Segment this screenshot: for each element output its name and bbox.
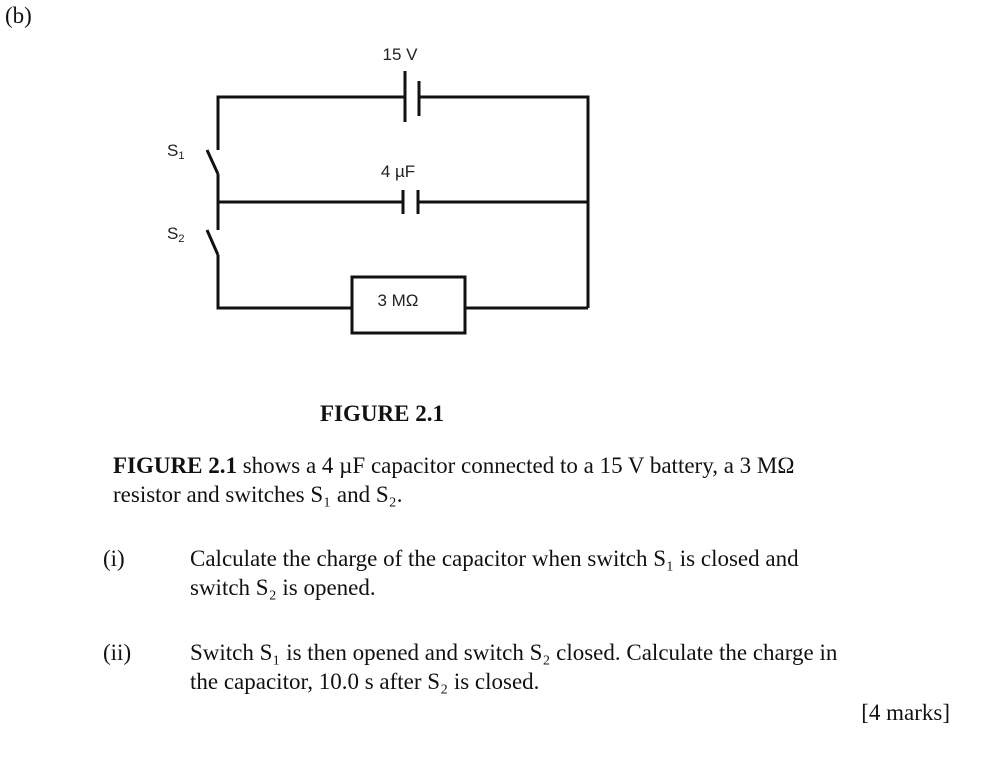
intro-line-2: resistor and switches S₁ and S₂. <box>113 482 403 507</box>
intro-text: shows a 4 µF capacitor connected to a 15… <box>236 453 795 478</box>
question-text: Calculate the charge of the capacitor wh… <box>190 546 799 571</box>
question-number: (i) <box>103 546 125 571</box>
switch2-label: S2 <box>167 224 184 245</box>
switch1-label: S1 <box>167 141 184 162</box>
question-text: switch S₂ is opened. <box>190 575 376 600</box>
circuit-diagram: 15 V 4 µF 3 MΩ S1 S2 <box>167 45 590 335</box>
marks-label: [4 marks] <box>861 700 950 725</box>
switch-s2 <box>205 229 220 256</box>
capacitor-label: 4 µF <box>381 162 415 181</box>
wire-top <box>216 95 590 308</box>
part-label: (b) <box>5 3 32 28</box>
resistor-label: 3 MΩ <box>377 291 418 310</box>
question-text: the capacitor, 10.0 s after S₂ is closed… <box>190 669 540 694</box>
question-text: Switch S₁ is then opened and switch S₂ c… <box>190 640 838 665</box>
question-number: (ii) <box>103 640 132 665</box>
figure-caption: FIGURE 2.1 <box>320 401 444 426</box>
figure-reference: FIGURE 2.1 <box>113 453 237 478</box>
battery-label: 15 V <box>383 45 419 64</box>
resistor <box>350 275 467 335</box>
intro-line-1: FIGURE 2.1 shows a 4 µF capacitor connec… <box>113 452 794 480</box>
switch-s1 <box>205 149 220 175</box>
wire-bottom <box>216 255 588 310</box>
